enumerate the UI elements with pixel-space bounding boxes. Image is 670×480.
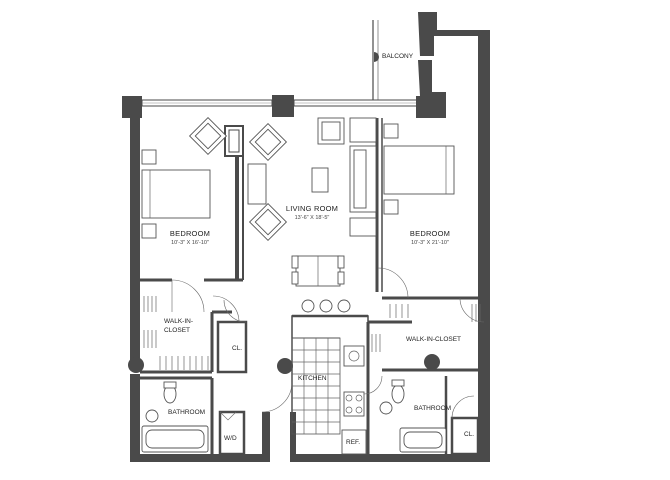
wall-left	[130, 116, 140, 361]
column-right	[424, 354, 440, 370]
kitchen-counter	[291, 337, 367, 455]
label-closet-left: CL.	[232, 345, 242, 352]
wall-left-lower	[130, 374, 140, 462]
label-living-room-dim: 13'-6" X 18'-5"	[295, 215, 330, 221]
wall-corner-top-left	[122, 96, 142, 118]
label-washer-dryer: W/D	[224, 435, 237, 442]
exterior-walls	[122, 12, 490, 462]
label-kitchen: KITCHEN	[298, 375, 327, 382]
label-bedroom-right: BEDROOM	[410, 229, 450, 238]
bed-left	[141, 149, 211, 239]
label-living-room: LIVING ROOM	[286, 204, 338, 213]
label-walkin-left-2: CLOSET	[164, 327, 190, 334]
armchairs-top	[188, 116, 288, 242]
label-walkin-right: WALK-IN-CLOSET	[406, 336, 461, 343]
label-bedroom-left-dim: 10'-3" X 16'-10"	[171, 240, 209, 246]
column-center	[277, 358, 293, 374]
label-closet-right: CL.	[464, 431, 474, 438]
wall-bottom-left	[130, 454, 262, 462]
column-left	[128, 357, 144, 373]
interior-walls	[140, 118, 480, 457]
bathroom-right-fixtures	[379, 379, 447, 453]
label-walkin-left: WALK-IN-	[164, 318, 193, 325]
room-labels: BALCONY LIVING ROOM 13'-6" X 18'-5" BEDR…	[164, 53, 474, 446]
label-bathroom-left: BATHROOM	[168, 409, 205, 416]
wall-column-top-middle	[272, 95, 294, 117]
label-bedroom-left: BEDROOM	[170, 229, 210, 238]
bed-right	[383, 123, 455, 215]
living-furniture	[247, 117, 377, 313]
label-balcony: BALCONY	[382, 53, 414, 60]
label-refrigerator: REF.	[346, 439, 360, 446]
closet-shelving	[143, 296, 481, 370]
bathroom-left-fixtures	[141, 381, 209, 453]
label-bedroom-right-dim: 10'-3" X 21'-10"	[411, 240, 449, 246]
wall-bottom-right	[290, 454, 490, 462]
label-bathroom-right: BATHROOM	[414, 405, 451, 412]
